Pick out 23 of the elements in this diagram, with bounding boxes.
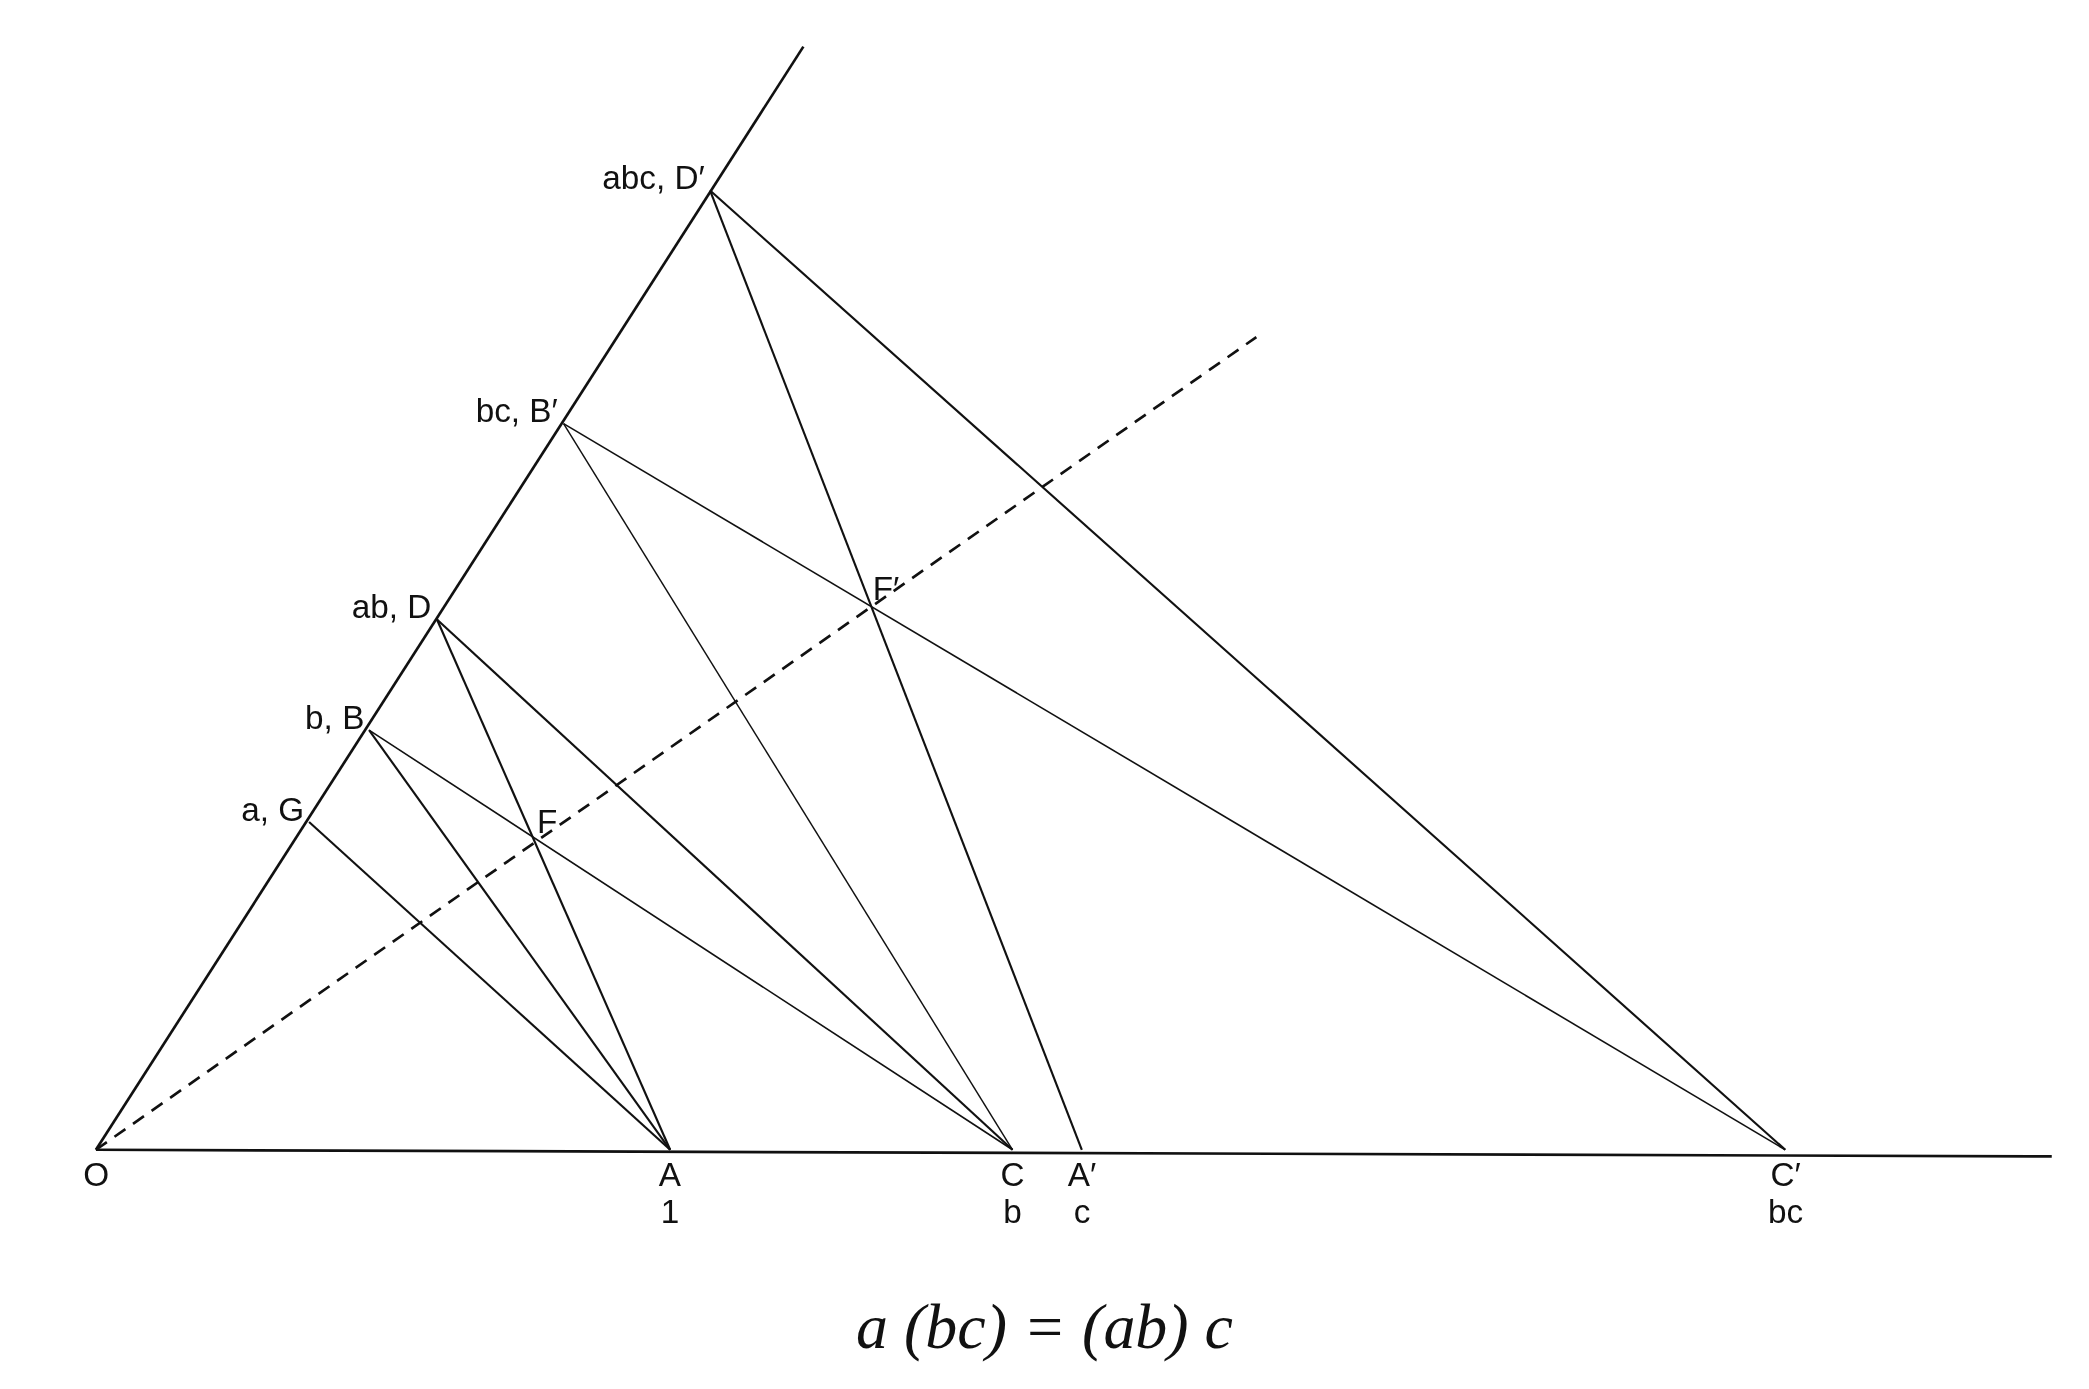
point-label: F′ bbox=[870, 568, 900, 607]
line-segment bbox=[368, 729, 671, 1151]
point-label: C b bbox=[1000, 1149, 1025, 1230]
dashed-line bbox=[95, 336, 1258, 1151]
line-segment bbox=[709, 189, 1786, 1151]
point-label: A 1 bbox=[658, 1149, 682, 1230]
line-segment bbox=[562, 422, 1014, 1151]
point-label: O bbox=[83, 1149, 110, 1193]
line-segment bbox=[709, 190, 1083, 1151]
formula-caption: a (bc) = (ab) c bbox=[856, 1290, 1233, 1363]
point-label: bc, B′ bbox=[475, 391, 564, 429]
line-segment bbox=[436, 618, 1014, 1151]
point-label: a, G bbox=[241, 790, 310, 828]
point-label: ab, D bbox=[351, 587, 437, 625]
line-segment bbox=[436, 619, 672, 1151]
line-segment bbox=[308, 821, 671, 1151]
line-segment bbox=[94, 45, 805, 1151]
point-label: F bbox=[534, 802, 558, 840]
point-label: A′ c bbox=[1067, 1149, 1097, 1230]
point-label: C′ bc bbox=[1767, 1149, 1804, 1230]
point-label: abc, D′ bbox=[602, 158, 711, 196]
line-segment bbox=[95, 1148, 2052, 1158]
point-label: b, B bbox=[305, 698, 370, 736]
